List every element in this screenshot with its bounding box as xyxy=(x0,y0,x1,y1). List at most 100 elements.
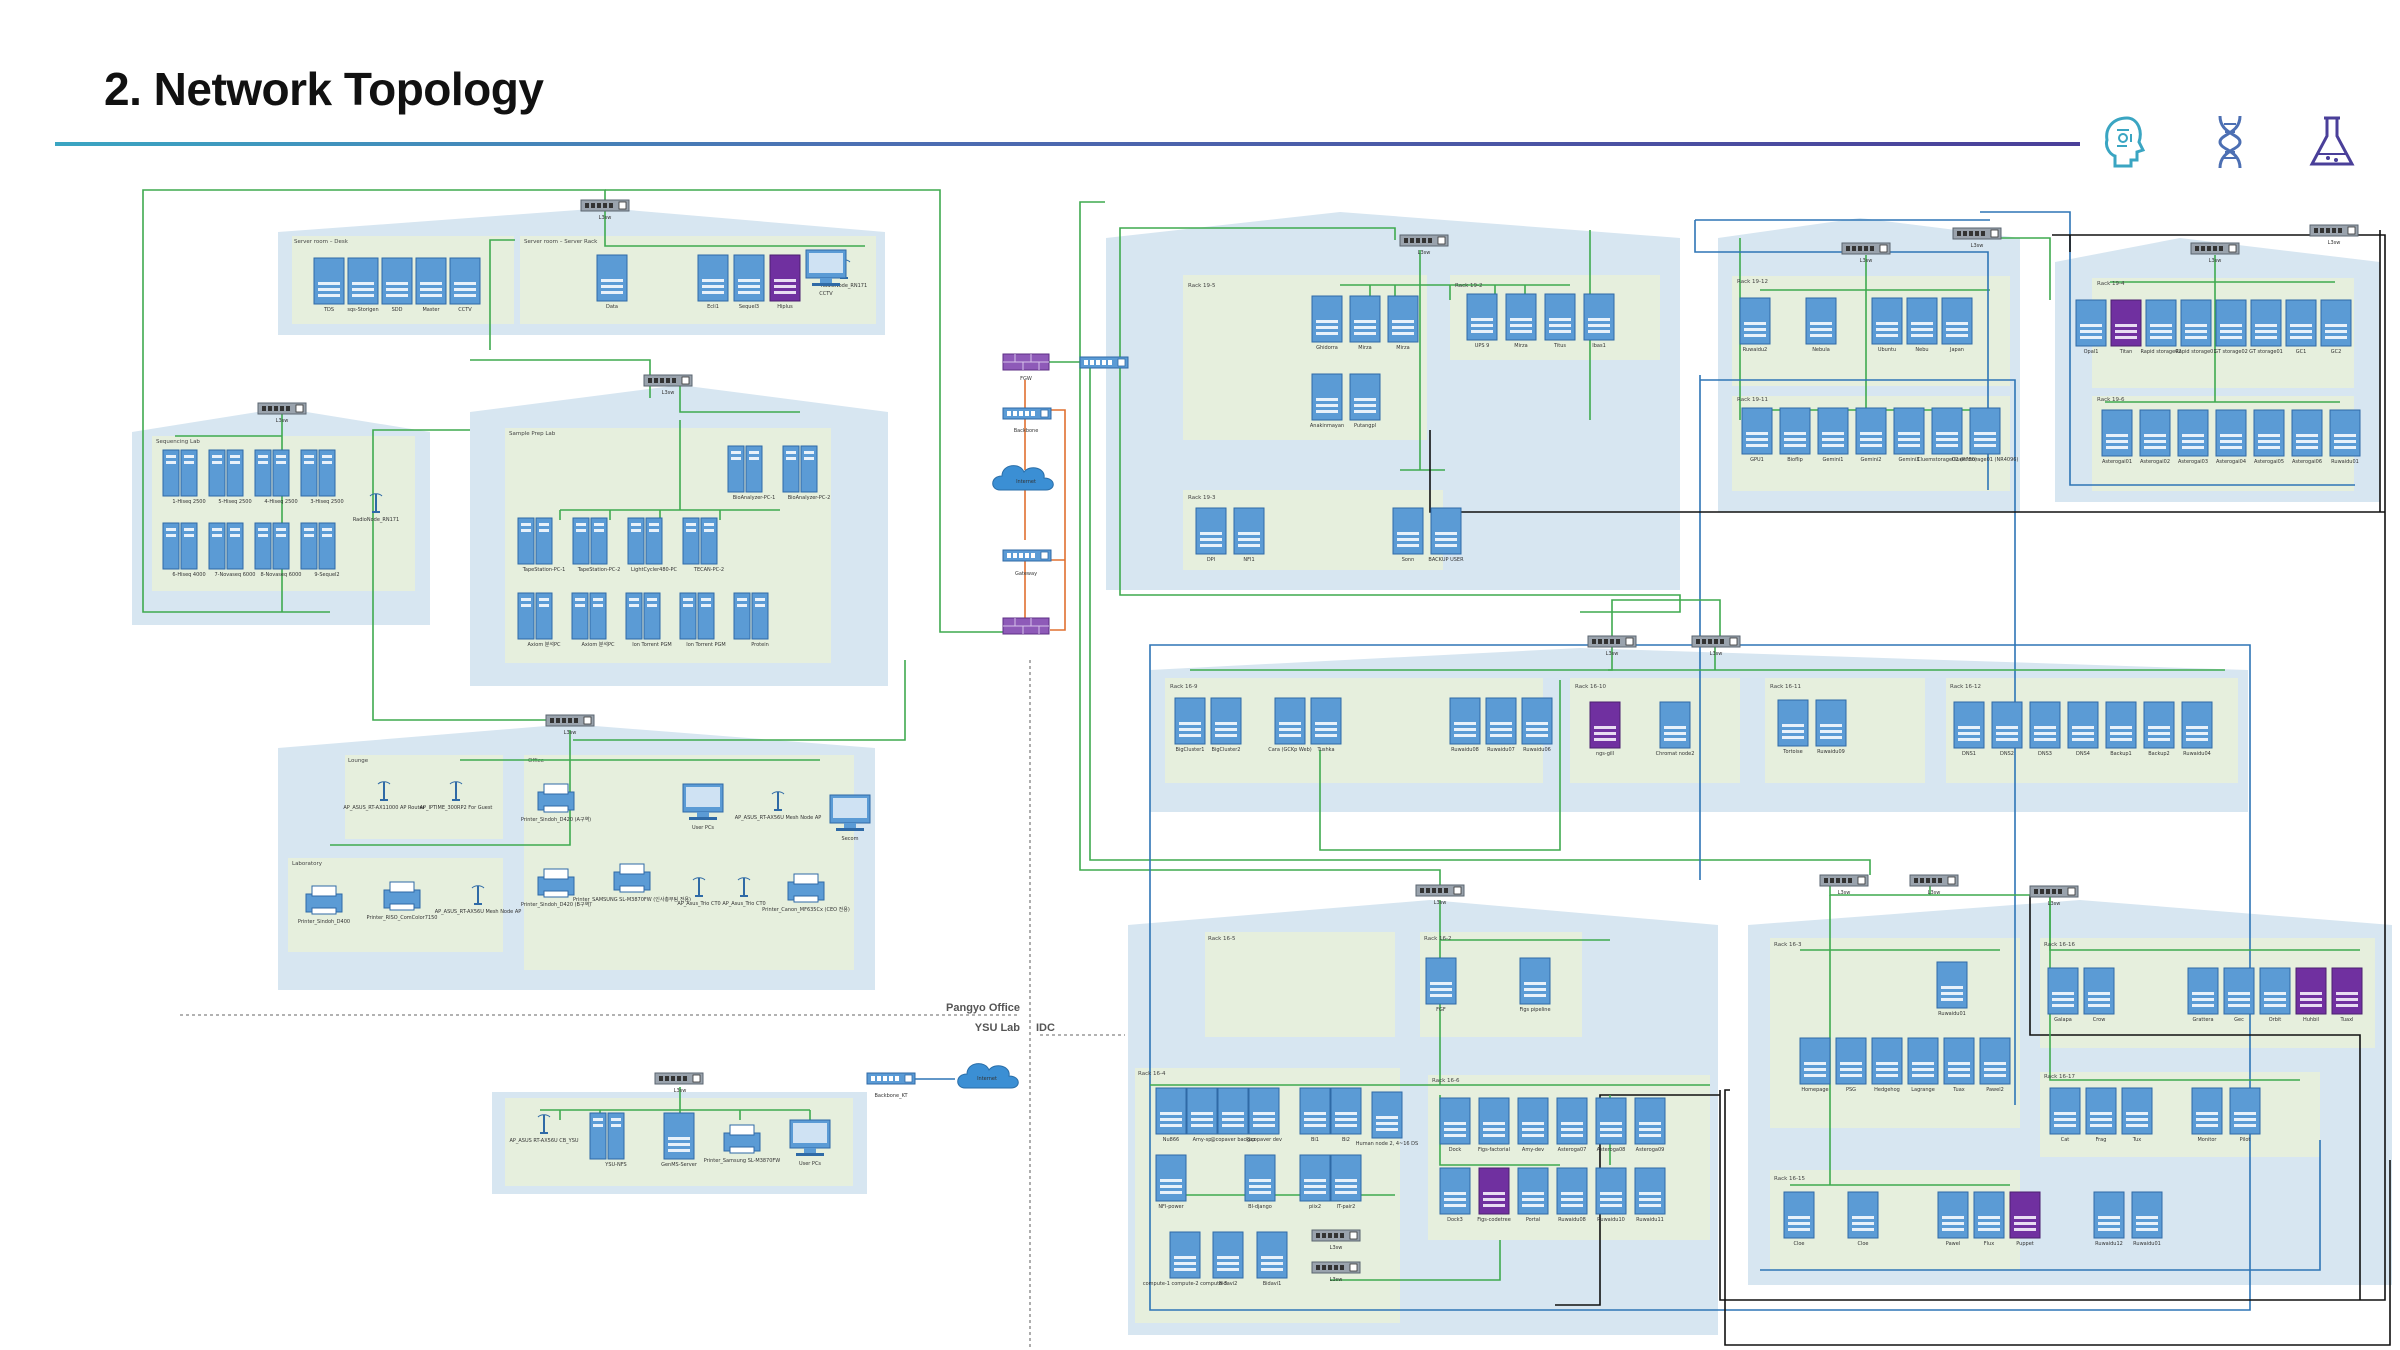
prep-r1-1-label: BioAnalyzer-PC-2 xyxy=(788,495,831,501)
rack-16-10-label: Rack 16-10 xyxy=(1575,684,1607,690)
rack-16-4-r3-1-label: Bidavi1 xyxy=(1263,1281,1282,1287)
rack-16-6-r2-1: Figs-codetree xyxy=(1477,1167,1511,1223)
firewall-bottom xyxy=(1002,617,1050,635)
office-label: Office xyxy=(528,758,545,764)
rack-16-4-r3-0-label: Bidavi2 xyxy=(1219,1281,1238,1287)
rack-16-3-r-3-label: Lagrange xyxy=(1911,1087,1935,1093)
lab-mesh-ap-label: AP_ASUS_RT-AX56U Mesh Node AP xyxy=(435,909,522,915)
server-rack-data-0-label: Data xyxy=(606,304,618,310)
rack-19-4-6: GC1 xyxy=(2285,299,2317,355)
rack-16-3-r-4: Tuax xyxy=(1943,1037,1975,1093)
rack-19-12-b-2: Japan xyxy=(1941,297,1973,353)
rack-19-4-4: GT storage02 xyxy=(2214,299,2248,355)
lab-printer-riso: Printer_RISO_ComColor7150 xyxy=(367,881,438,921)
rack-16-9-b-1: Tushka xyxy=(1310,697,1342,753)
office-printer-b-label: Printer_Sindoh_D420 (B구역) xyxy=(521,901,591,908)
idc-switch-16c xyxy=(1415,884,1465,897)
seq-lab-bottom-2: 8-Novaseq 6000 xyxy=(261,522,301,578)
rack-16-15-c-1: Ruwaidu01 xyxy=(2131,1191,2163,1247)
rack-16-12-4: Backup1 xyxy=(2105,701,2137,757)
rack-16-2-0-label: FGF xyxy=(1436,1007,1446,1013)
switch-caption-7: L3sw xyxy=(1434,900,1447,906)
rack-19-2-3: Ibas1 xyxy=(1583,293,1615,349)
prep-r3a-1 xyxy=(571,592,589,640)
rack-16-12-0: DNS1 xyxy=(1953,701,1985,757)
office-ap-trio-0: AP_Asus_Trio CT0 xyxy=(677,876,721,907)
rack-16-15-a-0-label: Cloe xyxy=(1793,1241,1804,1247)
switch-caption-5: L3sw xyxy=(1606,651,1619,657)
rack-19-12-b-0: Ubuntu xyxy=(1871,297,1903,353)
rack-19-11-4: Gemini3 xyxy=(1893,407,1925,463)
rack-19-11-3-label: Gemini2 xyxy=(1861,457,1882,463)
rack-16-8-1: Ruwaidu07 xyxy=(1485,697,1517,753)
rack-16-16-b-0-label: Grattera xyxy=(2192,1017,2213,1023)
rack-19-12-a-0-label: Nebula xyxy=(1812,347,1830,353)
ysu-backbone-switch xyxy=(866,1072,916,1085)
rack-16-4-r1b-1-label: Bi2 xyxy=(1342,1137,1350,1143)
rack-16-16-b-2: Orbit xyxy=(2259,967,2291,1023)
rack-19-11-1: Bioflip xyxy=(1779,407,1811,463)
seq-lab-bottom-0: 6-Hiseq 4000 xyxy=(172,522,206,578)
rack-16-17-b-0-label: Monitor xyxy=(2197,1137,2217,1143)
rack-16-6-r2-3: Ruwaidu08 xyxy=(1556,1167,1588,1223)
rack-16-3-r-4-label: Tuax xyxy=(1952,1087,1965,1093)
rack-16-4-compute: compute-1 compute-2 compute-3 xyxy=(1143,1231,1227,1287)
rack-19-4-label: Rack 19-4 xyxy=(2097,281,2125,287)
rack-16-3-0: Ruwaidu01 xyxy=(1936,961,1968,1017)
firewall-top xyxy=(1002,353,1050,371)
lab-mesh-ap: AP_ASUS_RT-AX56U Mesh Node AP xyxy=(435,884,522,915)
lounge-label: Lounge xyxy=(348,758,369,764)
rack-16-17-a-2: Tux xyxy=(2121,1087,2153,1143)
rack-19-4-0: Opal1 xyxy=(2075,299,2107,355)
rack-16-3-r-1-label: PSG xyxy=(1846,1087,1856,1093)
rack-16-15-b-1-label: Flux xyxy=(1984,1241,1994,1247)
rack-19-11-5: Cluemstorage02 (R750) xyxy=(1917,407,1977,463)
flask-icon xyxy=(2309,116,2355,166)
rack-19-2-2: Titus xyxy=(1544,293,1576,349)
seq-lab-ap-label: RadioNode_RN171 xyxy=(353,517,399,523)
network-links xyxy=(142,189,2391,1350)
rack-16-17-a-1-label: Frag xyxy=(2096,1137,2107,1143)
prep-r3a-3 xyxy=(679,592,697,640)
rack-16-4-human-label: Human node 2, 4~16 DS xyxy=(1356,1141,1418,1147)
rack-19-3-left-1: NFI1 xyxy=(1233,507,1265,563)
rack-16-12-label: Rack 16-12 xyxy=(1950,684,1981,690)
rack-19-6-0: Asterogai01 xyxy=(2101,409,2133,465)
prep-r3-0: Axiom 분석PC xyxy=(528,592,561,648)
rack-16-12-3: DNS4 xyxy=(2067,701,2099,757)
server-room-desk-server-2: SDD xyxy=(381,257,413,313)
server-room-desk-server-3-label: Master xyxy=(422,307,440,313)
rack-16-6-r1-2-label: Amy-dev xyxy=(1522,1147,1544,1153)
prep-r1-0-label: BioAnalyzer-PC-1 xyxy=(733,495,776,501)
rack-16-6-r2-5: Ruwaidu11 xyxy=(1634,1167,1666,1223)
prep-r2a-1 xyxy=(572,517,590,565)
server-rack-server-1-label: Sequel3 xyxy=(739,304,759,310)
rack-16-6-r2-5-label: Ruwaidu11 xyxy=(1636,1217,1664,1223)
rack-19-6-6-label: Ruwaidu01 xyxy=(2331,459,2359,465)
rack-16-15-a-1-label: Cloe xyxy=(1857,1241,1868,1247)
rack-19-6-0-label: Asterogai01 xyxy=(2102,459,2132,465)
rack-16-10-0-label: ngs-gill xyxy=(1596,751,1614,757)
rack-16-4-r1a-0: Nu866 xyxy=(1155,1087,1187,1143)
rack-16-11-1: Ruwaidu09 xyxy=(1815,699,1847,755)
seq-lab-bottom-a-3 xyxy=(300,522,318,570)
ysu-switch xyxy=(654,1072,704,1085)
rack-16-4-compute-label: compute-1 compute-2 compute-3 xyxy=(1143,1281,1227,1287)
seq-lab-top-2-label: 4-Hiseq 2500 xyxy=(264,499,297,505)
rack-19-4-5-label: GT storage01 xyxy=(2249,349,2283,355)
rack-16-6-r1-3-label: Asteroga07 xyxy=(1558,1147,1587,1153)
ysu-lab-label: YSU Lab xyxy=(975,1022,1021,1034)
prep-r3-4: Protein xyxy=(751,592,769,648)
rack-19-6-1: Asterogai02 xyxy=(2139,409,2171,465)
seq-lab-bottom-3-label: 9-Sequel2 xyxy=(314,572,339,578)
rack-16-6-r2-2-label: Portal xyxy=(1526,1217,1540,1223)
lab-printer-riso-label: Printer_RISO_ComColor7150 xyxy=(367,915,438,921)
seq-lab-top-1-label: 5-Hiseq 2500 xyxy=(218,499,251,505)
rack-19-11-1-label: Bioflip xyxy=(1787,457,1803,463)
rack-16-6-r2-0: Dock3 xyxy=(1439,1167,1471,1223)
rack-16-8-2-label: Ruwaidu06 xyxy=(1523,747,1551,753)
prep-r2-0-label: TapeStation-PC-1 xyxy=(522,567,566,573)
idc-switch-16e xyxy=(1909,874,1959,887)
rack-16-4-human: Human node 2, 4~16 DS xyxy=(1356,1091,1418,1147)
rack-19-3-right-0: Sonn xyxy=(1392,507,1424,563)
